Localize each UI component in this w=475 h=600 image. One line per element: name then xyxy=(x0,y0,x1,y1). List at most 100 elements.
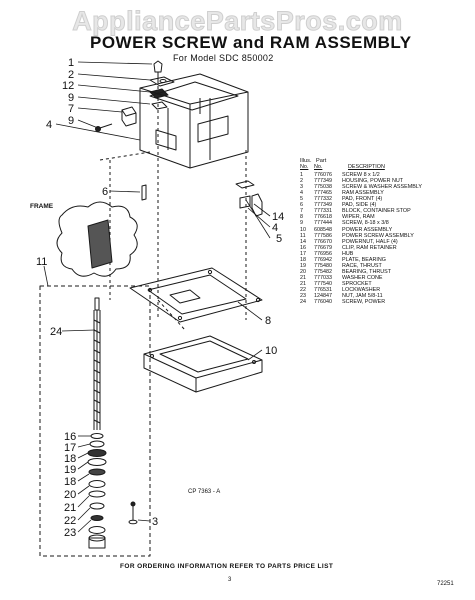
part-illus-no: 16 xyxy=(300,244,306,251)
callout-9: 9 xyxy=(68,92,74,104)
callout-8: 8 xyxy=(265,315,271,327)
parts-list-header-1: Illus. Part xyxy=(300,158,465,164)
part-description: LOCKWASHER xyxy=(342,286,381,293)
callout-18b: 18 xyxy=(64,476,76,488)
parts-row: 22 776531 LOCKWASHER xyxy=(300,287,465,293)
callout-10: 10 xyxy=(265,345,277,357)
part-number: 777331 xyxy=(314,208,332,215)
callout-21: 21 xyxy=(64,502,76,514)
header-part: Part xyxy=(316,158,327,164)
callout-16: 16 xyxy=(64,431,76,443)
callout-19: 19 xyxy=(64,464,76,476)
part-illus-no: 23 xyxy=(300,293,306,300)
part-number: 777540 xyxy=(314,280,332,287)
parts-row: 20 775482 BEARING, THRUST xyxy=(300,269,465,275)
part-number: 777586 xyxy=(314,232,332,239)
part-illus-no: 1 xyxy=(300,172,303,179)
part-description: RAM ASSEMBLY xyxy=(342,190,384,197)
part-description: CLIP, RAM RETAINER xyxy=(342,244,397,251)
part-number: 777332 xyxy=(314,196,332,203)
parts-row: 18 776942 PLATE, BEARING xyxy=(300,257,465,263)
part-description: SCREW, 8-18 x 3/8 xyxy=(342,220,389,227)
part-description: BEARING, THRUST xyxy=(342,268,392,275)
part-illus-no: 10 xyxy=(300,226,306,233)
bearing-stack xyxy=(87,433,107,549)
model-subtitle: For Model SDC 850002 xyxy=(173,53,274,63)
callout-24: 24 xyxy=(50,326,62,338)
part-illus-no: 5 xyxy=(300,196,303,203)
callout-9b: 9 xyxy=(68,115,74,127)
part-illus-no: 2 xyxy=(300,178,303,185)
part-number: 776670 xyxy=(314,238,332,245)
part-description: SCREW & WASHER ASSEMBLY xyxy=(342,184,422,191)
front-pad-part xyxy=(235,180,263,217)
page-number: 3 xyxy=(228,577,232,583)
part-description: PAD, FRONT (4) xyxy=(342,196,383,203)
container-stop-block-part xyxy=(121,106,137,127)
part-description: SCREW, POWER xyxy=(342,299,386,306)
callout-12: 12 xyxy=(62,80,74,92)
part-illus-no: 24 xyxy=(300,299,306,306)
callout-4: 4 xyxy=(46,119,52,131)
screw-washer-part xyxy=(128,501,138,525)
part-illus-no: 4 xyxy=(300,190,303,197)
part-illus-no: 7 xyxy=(300,208,303,215)
callout-7: 7 xyxy=(68,103,74,115)
callout-23: 23 xyxy=(64,527,76,539)
callout-5: 5 xyxy=(276,233,282,245)
part-illus-no: 19 xyxy=(300,262,306,269)
part-number: 775038 xyxy=(314,184,332,191)
callout-14: 14 xyxy=(272,211,284,223)
part-number: 777033 xyxy=(314,274,332,281)
side-pad-part xyxy=(141,184,147,201)
part-description: HUB xyxy=(342,250,354,257)
header-part-no: No. xyxy=(314,164,323,171)
part-illus-no: 6 xyxy=(300,202,303,209)
part-description: SPROCKET xyxy=(342,280,372,287)
part-description: PLATE, BEARING xyxy=(342,256,386,263)
part-number: 777444 xyxy=(314,220,332,227)
frame-label: FRAME xyxy=(30,203,54,210)
part-number: 777349 xyxy=(314,202,332,209)
part-illus-no: 20 xyxy=(300,268,306,275)
alignment-lines xyxy=(99,80,247,331)
part-number: 776531 xyxy=(314,286,332,293)
parts-row: 10 608548 POWER ASSEMBLY xyxy=(300,227,465,233)
callout-labels: 1 2 12 9 7 9 4 6 14 4 5 8 10 11 24 16 17… xyxy=(36,57,284,539)
callout-20: 20 xyxy=(64,489,76,501)
part-number: 608548 xyxy=(314,226,332,233)
frame-cutout xyxy=(56,201,138,277)
callout-17: 17 xyxy=(64,442,76,454)
ordering-footer: FOR ORDERING INFORMATION REFER TO PARTS … xyxy=(120,563,334,570)
part-number: 775480 xyxy=(314,262,332,269)
watermark: AppliancePartsPros.com xyxy=(72,6,403,37)
part-number: 776942 xyxy=(314,256,332,263)
part-illus-no: 21 xyxy=(300,274,306,281)
part-illus-no: 3 xyxy=(300,184,303,191)
part-number: 776076 xyxy=(314,172,332,179)
part-description: POWER ASSEMBLY xyxy=(342,226,393,233)
part-description: RACE, THRUST xyxy=(342,262,382,269)
part-number: 776956 xyxy=(314,250,332,257)
part-number: 124847 xyxy=(314,293,332,300)
part-number: 777349 xyxy=(314,178,332,185)
ram-assembly-part xyxy=(139,73,249,169)
part-illus-no: 18 xyxy=(300,256,306,263)
part-description: POWER SCREW ASSEMBLY xyxy=(342,232,414,239)
part-illus-no: 14 xyxy=(300,238,306,245)
power-assembly-tray-part xyxy=(143,335,263,393)
callout-6: 6 xyxy=(102,186,108,198)
part-illus-no: 17 xyxy=(300,250,306,257)
part-description: POWERNUT, HALF (4) xyxy=(342,238,398,245)
callout-18: 18 xyxy=(64,453,76,465)
part-number: 775482 xyxy=(314,268,332,275)
part-illus-no: 22 xyxy=(300,286,306,293)
